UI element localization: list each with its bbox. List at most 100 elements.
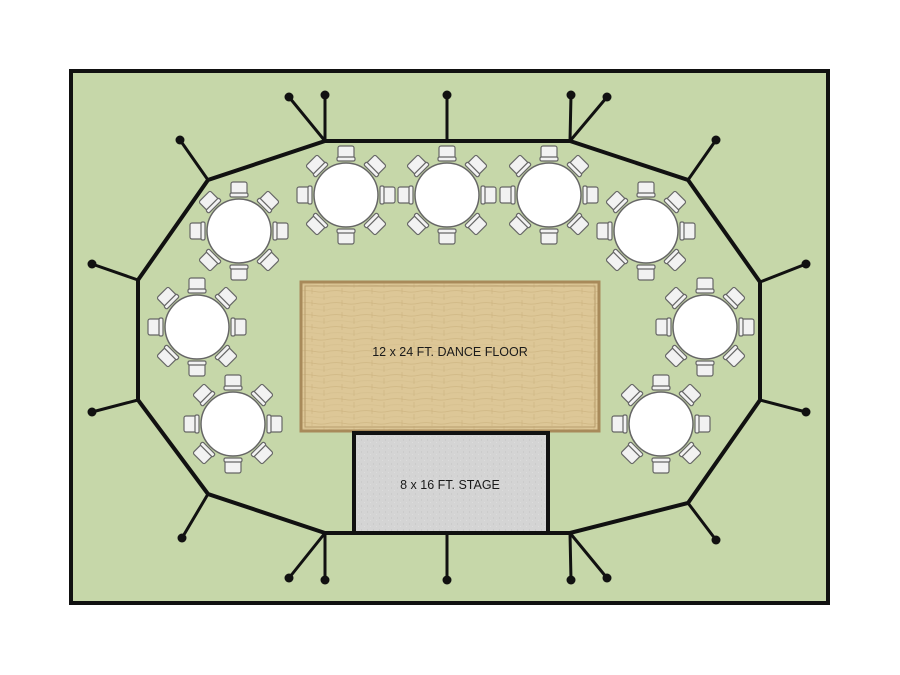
guy-line (287, 95, 327, 143)
chair (272, 221, 289, 241)
stake (602, 92, 612, 102)
chair (437, 145, 457, 162)
stake (284, 573, 294, 583)
chair (305, 212, 329, 236)
round-table (596, 181, 696, 281)
chair (620, 441, 644, 465)
guy-line (568, 93, 573, 143)
guy-line (287, 531, 327, 580)
stake (87, 259, 97, 269)
chair (229, 264, 249, 281)
chair (611, 414, 628, 434)
chair (214, 286, 238, 310)
chair (187, 277, 207, 294)
chair (198, 190, 222, 214)
stake (320, 575, 330, 585)
chair (406, 212, 430, 236)
chair (250, 441, 274, 465)
table-top (200, 391, 266, 457)
chair (566, 212, 590, 236)
table-top (628, 391, 694, 457)
stake (566, 575, 576, 585)
guy-line (90, 262, 140, 282)
chair (363, 154, 387, 178)
table-top (313, 162, 379, 228)
chair (230, 317, 247, 337)
table-top (164, 294, 230, 360)
chair (655, 317, 672, 337)
guy-line (90, 398, 140, 414)
chair (664, 344, 688, 368)
chair (336, 228, 356, 245)
chair (508, 212, 532, 236)
chair (187, 360, 207, 377)
chair (464, 212, 488, 236)
stake (711, 135, 721, 145)
chair (250, 383, 274, 407)
chair (508, 154, 532, 178)
chair (678, 441, 702, 465)
chair (678, 383, 702, 407)
chair (256, 248, 280, 272)
chair (694, 414, 711, 434)
chair (539, 228, 559, 245)
chair (147, 317, 164, 337)
stake (566, 90, 576, 100)
chair (214, 344, 238, 368)
chair (605, 248, 629, 272)
chair (406, 154, 430, 178)
round-table (499, 145, 599, 245)
guy-line (758, 398, 808, 414)
chair (464, 154, 488, 178)
chair (437, 228, 457, 245)
chair (695, 277, 715, 294)
round-table (183, 374, 283, 474)
table-top (206, 198, 272, 264)
guy-line (758, 262, 808, 284)
chair (192, 441, 216, 465)
chair (198, 248, 222, 272)
chair (663, 248, 687, 272)
stage: 8 x 16 FT. STAGE (352, 431, 550, 535)
chair (651, 457, 671, 474)
guy-line (686, 138, 718, 182)
dance-floor-label: 12 x 24 FT. DANCE FLOOR (372, 345, 528, 359)
tables (147, 145, 755, 474)
stake (801, 259, 811, 269)
guy-line (568, 531, 609, 580)
chair (192, 383, 216, 407)
tent-outline (136, 139, 762, 535)
chair (663, 190, 687, 214)
chair (296, 185, 313, 205)
stake (442, 90, 452, 100)
table-top (516, 162, 582, 228)
chair (156, 344, 180, 368)
table-top (672, 294, 738, 360)
stake (602, 573, 612, 583)
chair (499, 185, 516, 205)
chair (305, 154, 329, 178)
stake (175, 135, 185, 145)
dance-floor: 12 x 24 FT. DANCE FLOOR (299, 280, 601, 433)
round-table (189, 181, 289, 281)
chair (636, 264, 656, 281)
chair (379, 185, 396, 205)
chair (679, 221, 696, 241)
chair (183, 414, 200, 434)
chair (229, 181, 249, 198)
chair (189, 221, 206, 241)
table-top (613, 198, 679, 264)
guy-line (686, 501, 718, 542)
round-table (611, 374, 711, 474)
chair (664, 286, 688, 310)
stake (87, 407, 97, 417)
chair (738, 317, 755, 337)
chair (582, 185, 599, 205)
round-table (655, 277, 755, 377)
guy-line (180, 492, 210, 540)
chair (223, 374, 243, 391)
stage-label: 8 x 16 FT. STAGE (400, 478, 500, 492)
round-table (296, 145, 396, 245)
stake (801, 407, 811, 417)
